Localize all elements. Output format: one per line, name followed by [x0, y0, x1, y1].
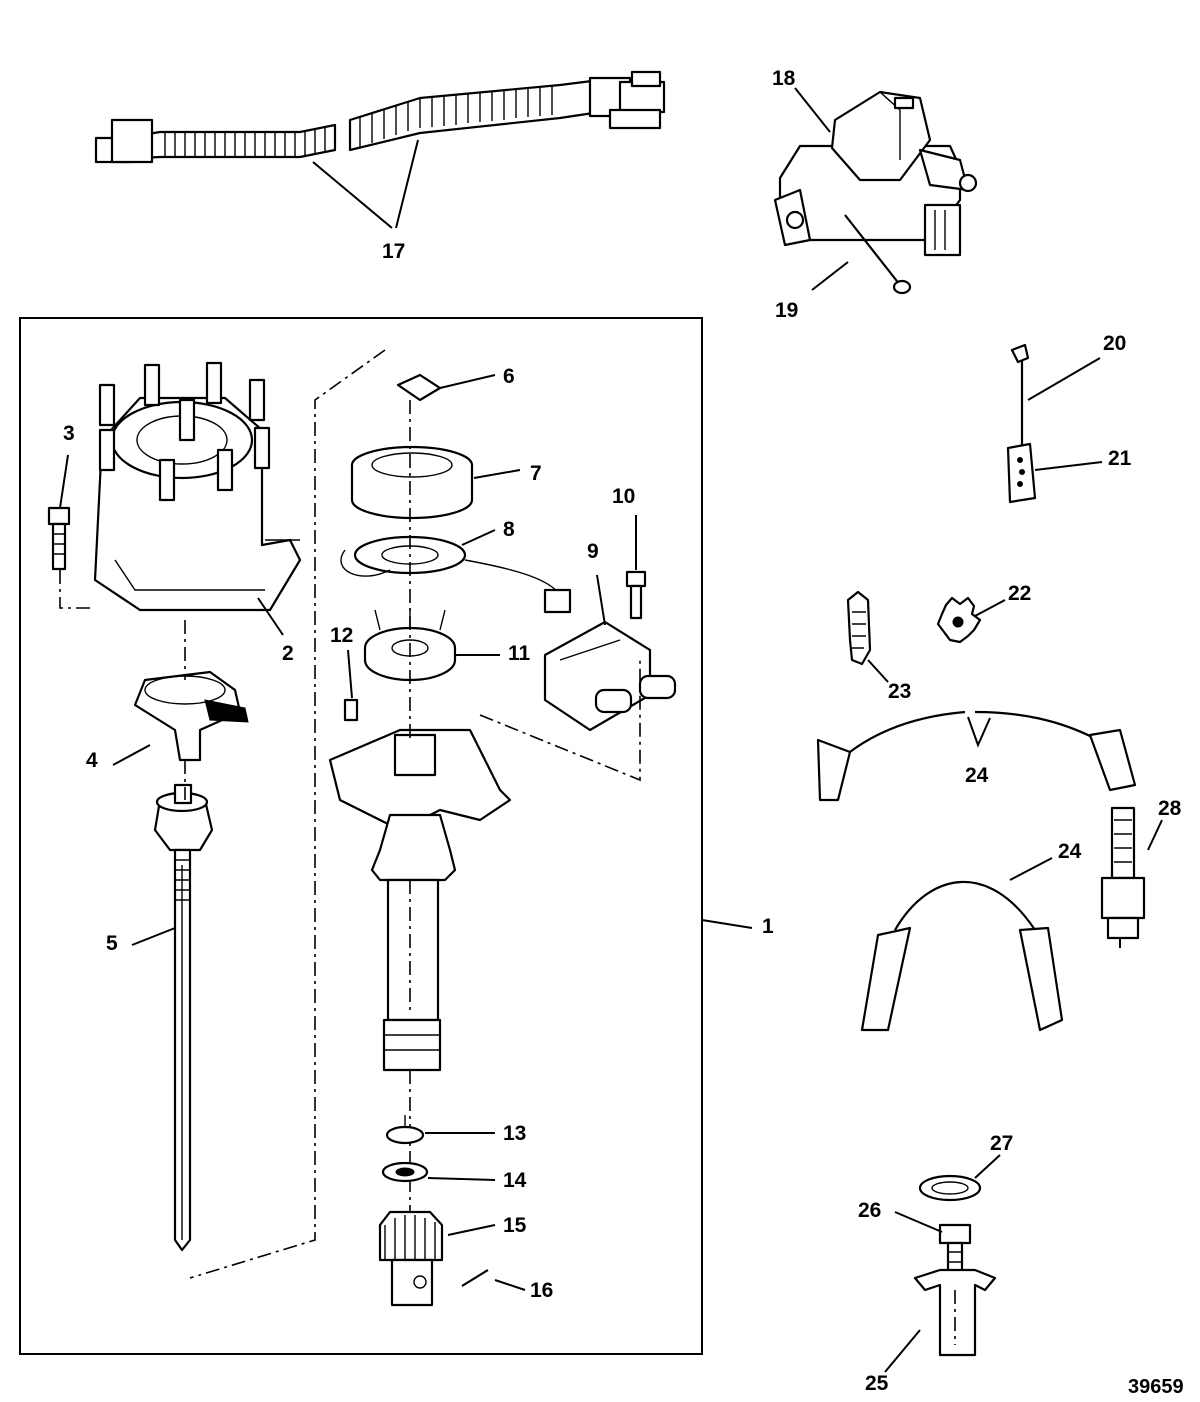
callout-11: 11	[508, 642, 531, 665]
washer-27-part	[918, 1174, 982, 1202]
callout-1: 1	[762, 915, 774, 938]
distributor-cap-part	[93, 361, 302, 612]
callout-19: 19	[775, 299, 798, 322]
callout-9: 9	[587, 540, 599, 563]
wiring-harness-part	[94, 70, 666, 164]
callout-26: 26	[858, 1199, 881, 1222]
callout-10: 10	[612, 485, 635, 508]
drive-shaft-part	[153, 783, 214, 1252]
spark-plug-part	[1100, 806, 1146, 948]
callout-14: 14	[503, 1169, 527, 1192]
callout-16: 16	[530, 1279, 553, 1302]
pole-piece-part	[350, 445, 474, 520]
rotor-part	[133, 670, 249, 762]
callout-25: 25	[865, 1372, 889, 1395]
figure-number: 39659	[1128, 1376, 1184, 1398]
callout-4: 4	[86, 749, 98, 772]
callout-15: 15	[503, 1214, 527, 1237]
callout-24-upper: 24	[965, 764, 989, 787]
distributor-assembly-frame	[19, 317, 703, 1355]
callout-23: 23	[888, 680, 911, 703]
distributor-housing-part	[328, 728, 512, 1072]
callout-20: 20	[1103, 332, 1126, 355]
callout-5: 5	[106, 932, 118, 955]
callout-22: 22	[1008, 582, 1031, 605]
pickup-coil-part	[340, 535, 572, 614]
callout-8: 8	[503, 518, 515, 541]
wire-clip-part	[846, 590, 872, 666]
screw-3-part	[47, 506, 71, 571]
gear-15-part	[378, 1210, 444, 1307]
callout-21: 21	[1108, 447, 1132, 470]
callout-6: 6	[503, 365, 515, 388]
rod-and-clip-part	[1006, 343, 1037, 504]
roll-pin-16-part	[461, 1269, 489, 1287]
callout-7: 7	[530, 462, 542, 485]
callout-13: 13	[503, 1122, 526, 1145]
bracket-25-part	[913, 1268, 997, 1357]
callout-24-lower: 24	[1058, 840, 1082, 863]
callout-2: 2	[282, 642, 294, 665]
pin-12-part	[343, 698, 359, 722]
ignition-module-part	[543, 620, 677, 732]
callout-3: 3	[63, 422, 75, 445]
retainer-13-part	[385, 1115, 425, 1145]
callout-27: 27	[990, 1132, 1013, 1155]
spark-plug-wire-upper	[816, 710, 1137, 802]
callout-12: 12	[330, 624, 353, 647]
gasket-6-part	[396, 373, 442, 402]
spark-plug-wire-lower	[860, 880, 1064, 1032]
callout-18: 18	[772, 67, 796, 90]
screw-26-part	[938, 1223, 972, 1280]
callout-17: 17	[382, 240, 405, 263]
screw-10-part	[625, 570, 647, 620]
ignition-coil-part	[773, 90, 978, 295]
callout-28: 28	[1158, 797, 1182, 820]
washer-14-part	[381, 1161, 429, 1183]
star-washer-part	[936, 596, 982, 644]
